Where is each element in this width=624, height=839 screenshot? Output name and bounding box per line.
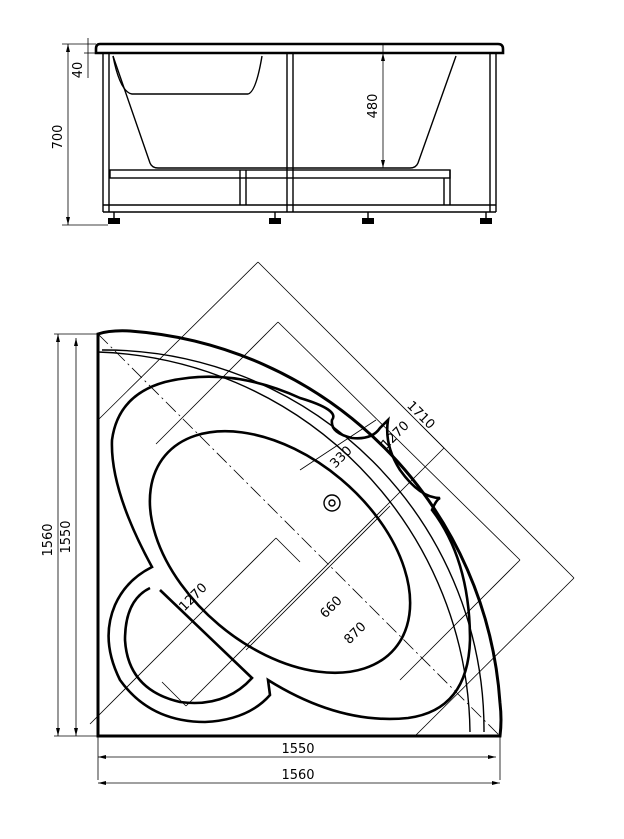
side-feet bbox=[108, 212, 492, 224]
top-bowl-outline bbox=[107, 375, 472, 724]
top-outer-contour bbox=[96, 329, 503, 738]
top-seat bbox=[123, 586, 254, 705]
top-inner-rim bbox=[101, 349, 485, 733]
dim-bottom-outer: 1560 bbox=[281, 768, 314, 783]
dim-bowl-length: 870 bbox=[341, 619, 369, 647]
side-seat bbox=[112, 55, 263, 95]
side-view bbox=[62, 38, 505, 226]
drain-icon bbox=[323, 494, 341, 512]
dim-overall-height: 700 bbox=[51, 125, 66, 150]
dim-inner-depth: 480 bbox=[366, 94, 381, 119]
top-inner-rim-2 bbox=[97, 351, 471, 733]
center-line bbox=[97, 333, 501, 737]
top-bowl-inner bbox=[148, 429, 412, 675]
dim-bowl-width: 660 bbox=[317, 593, 345, 621]
dim-left-outer: 1560 bbox=[41, 523, 56, 556]
side-shelf bbox=[109, 169, 451, 179]
dim-bottom-inner: 1550 bbox=[281, 742, 314, 757]
side-rim bbox=[94, 42, 505, 55]
dim-left-inner: 1550 bbox=[59, 520, 74, 553]
side-tub-shape bbox=[112, 55, 457, 169]
dim-drain-offset: 330 bbox=[327, 443, 355, 471]
top-view bbox=[54, 261, 575, 785]
dim-rim-height: 40 bbox=[71, 62, 86, 79]
